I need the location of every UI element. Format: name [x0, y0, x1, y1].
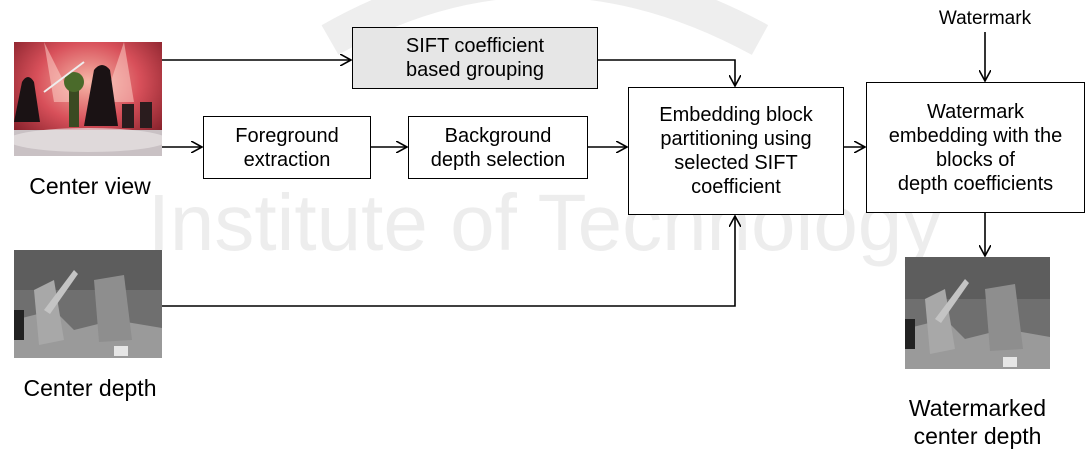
- center-depth-image: [14, 250, 162, 358]
- center-depth-label: Center depth: [23, 375, 157, 401]
- watermark-embedding-box: Watermark embedding with the blocks of d…: [866, 82, 1085, 213]
- watermarked-depth-image: [905, 257, 1050, 369]
- arrow-depth-to-embedding: [162, 216, 735, 307]
- embedding-block-box: Embedding block partitioning using selec…: [628, 87, 844, 215]
- arrow-sift-to-embedding: [598, 59, 735, 86]
- background-depth-box: Background depth selection: [408, 116, 588, 179]
- watermark-input-label: Watermark: [938, 8, 1032, 29]
- foreground-extraction-box: Foreground extraction: [203, 116, 371, 179]
- watermarked-output-label: Watermarked center depth: [908, 395, 1047, 449]
- sift-grouping-box: SIFT coefficient based grouping: [352, 27, 598, 89]
- center-view-image: [14, 42, 162, 156]
- center-view-label: Center view: [29, 173, 151, 199]
